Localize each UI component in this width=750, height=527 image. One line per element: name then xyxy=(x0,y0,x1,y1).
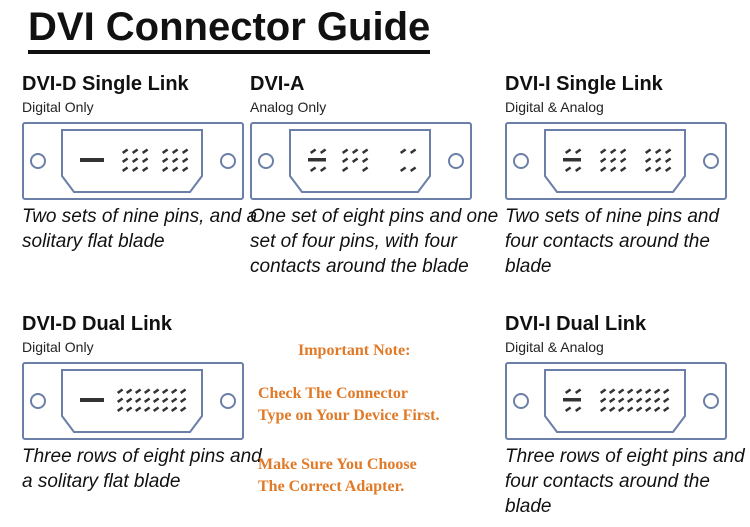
dvi-d-single-link-connector-icon xyxy=(22,122,244,200)
important-note-line: Check The Connector xyxy=(258,385,408,402)
connector-card-dvi-i-single: DVI-I Single Link Digital & Analog Two s… xyxy=(505,72,750,279)
connector-card-dvi-d-dual: DVI-D Dual Link Digital Only Three rows … xyxy=(22,312,267,494)
connector-card-dvi-i-dual: DVI-I Dual Link Digital & Analog Three r… xyxy=(505,312,750,519)
connector-name: DVI-I Dual Link xyxy=(505,313,647,335)
connector-signal: Digital Only xyxy=(22,99,94,115)
dvi-i-dual-link-connector-icon xyxy=(505,362,727,440)
connector-name: DVI-I Single Link xyxy=(505,73,663,95)
connector-card-dvi-d-single: DVI-D Single Link Digital Only Two sets … xyxy=(22,72,267,254)
connector-description: Two sets of nine pins, and a solitary fl… xyxy=(22,206,258,252)
connector-description: Three rows of eight pins and four contac… xyxy=(505,446,745,517)
connector-description: One set of eight pins and one set of fou… xyxy=(250,206,499,277)
connector-signal: Digital Only xyxy=(22,339,94,355)
dvi-a-connector-icon xyxy=(250,122,472,200)
connector-signal: Digital & Analog xyxy=(505,339,604,355)
connector-name: DVI-A xyxy=(250,73,305,95)
connector-signal: Digital & Analog xyxy=(505,99,604,115)
important-note-line: Make Sure You Choose xyxy=(258,456,417,473)
connector-description: Three rows of eight pins and a solitary … xyxy=(22,446,262,492)
dvi-d-dual-link-connector-icon xyxy=(22,362,244,440)
connector-card-dvi-a: DVI-A Analog Only One set of eight pins … xyxy=(250,72,500,279)
page-title: DVI Connector Guide xyxy=(28,4,431,54)
connector-name: DVI-D Dual Link xyxy=(22,313,173,335)
important-note-line: The Correct Adapter. xyxy=(258,478,405,495)
connector-name: DVI-D Single Link xyxy=(22,73,189,95)
connector-description: Two sets of nine pins and four contacts … xyxy=(505,206,720,277)
important-note-line: Type on Your Device First. xyxy=(258,407,440,424)
important-note-heading: Important Note: xyxy=(298,342,411,359)
connector-signal: Analog Only xyxy=(250,99,327,115)
dvi-i-single-link-connector-icon xyxy=(505,122,727,200)
